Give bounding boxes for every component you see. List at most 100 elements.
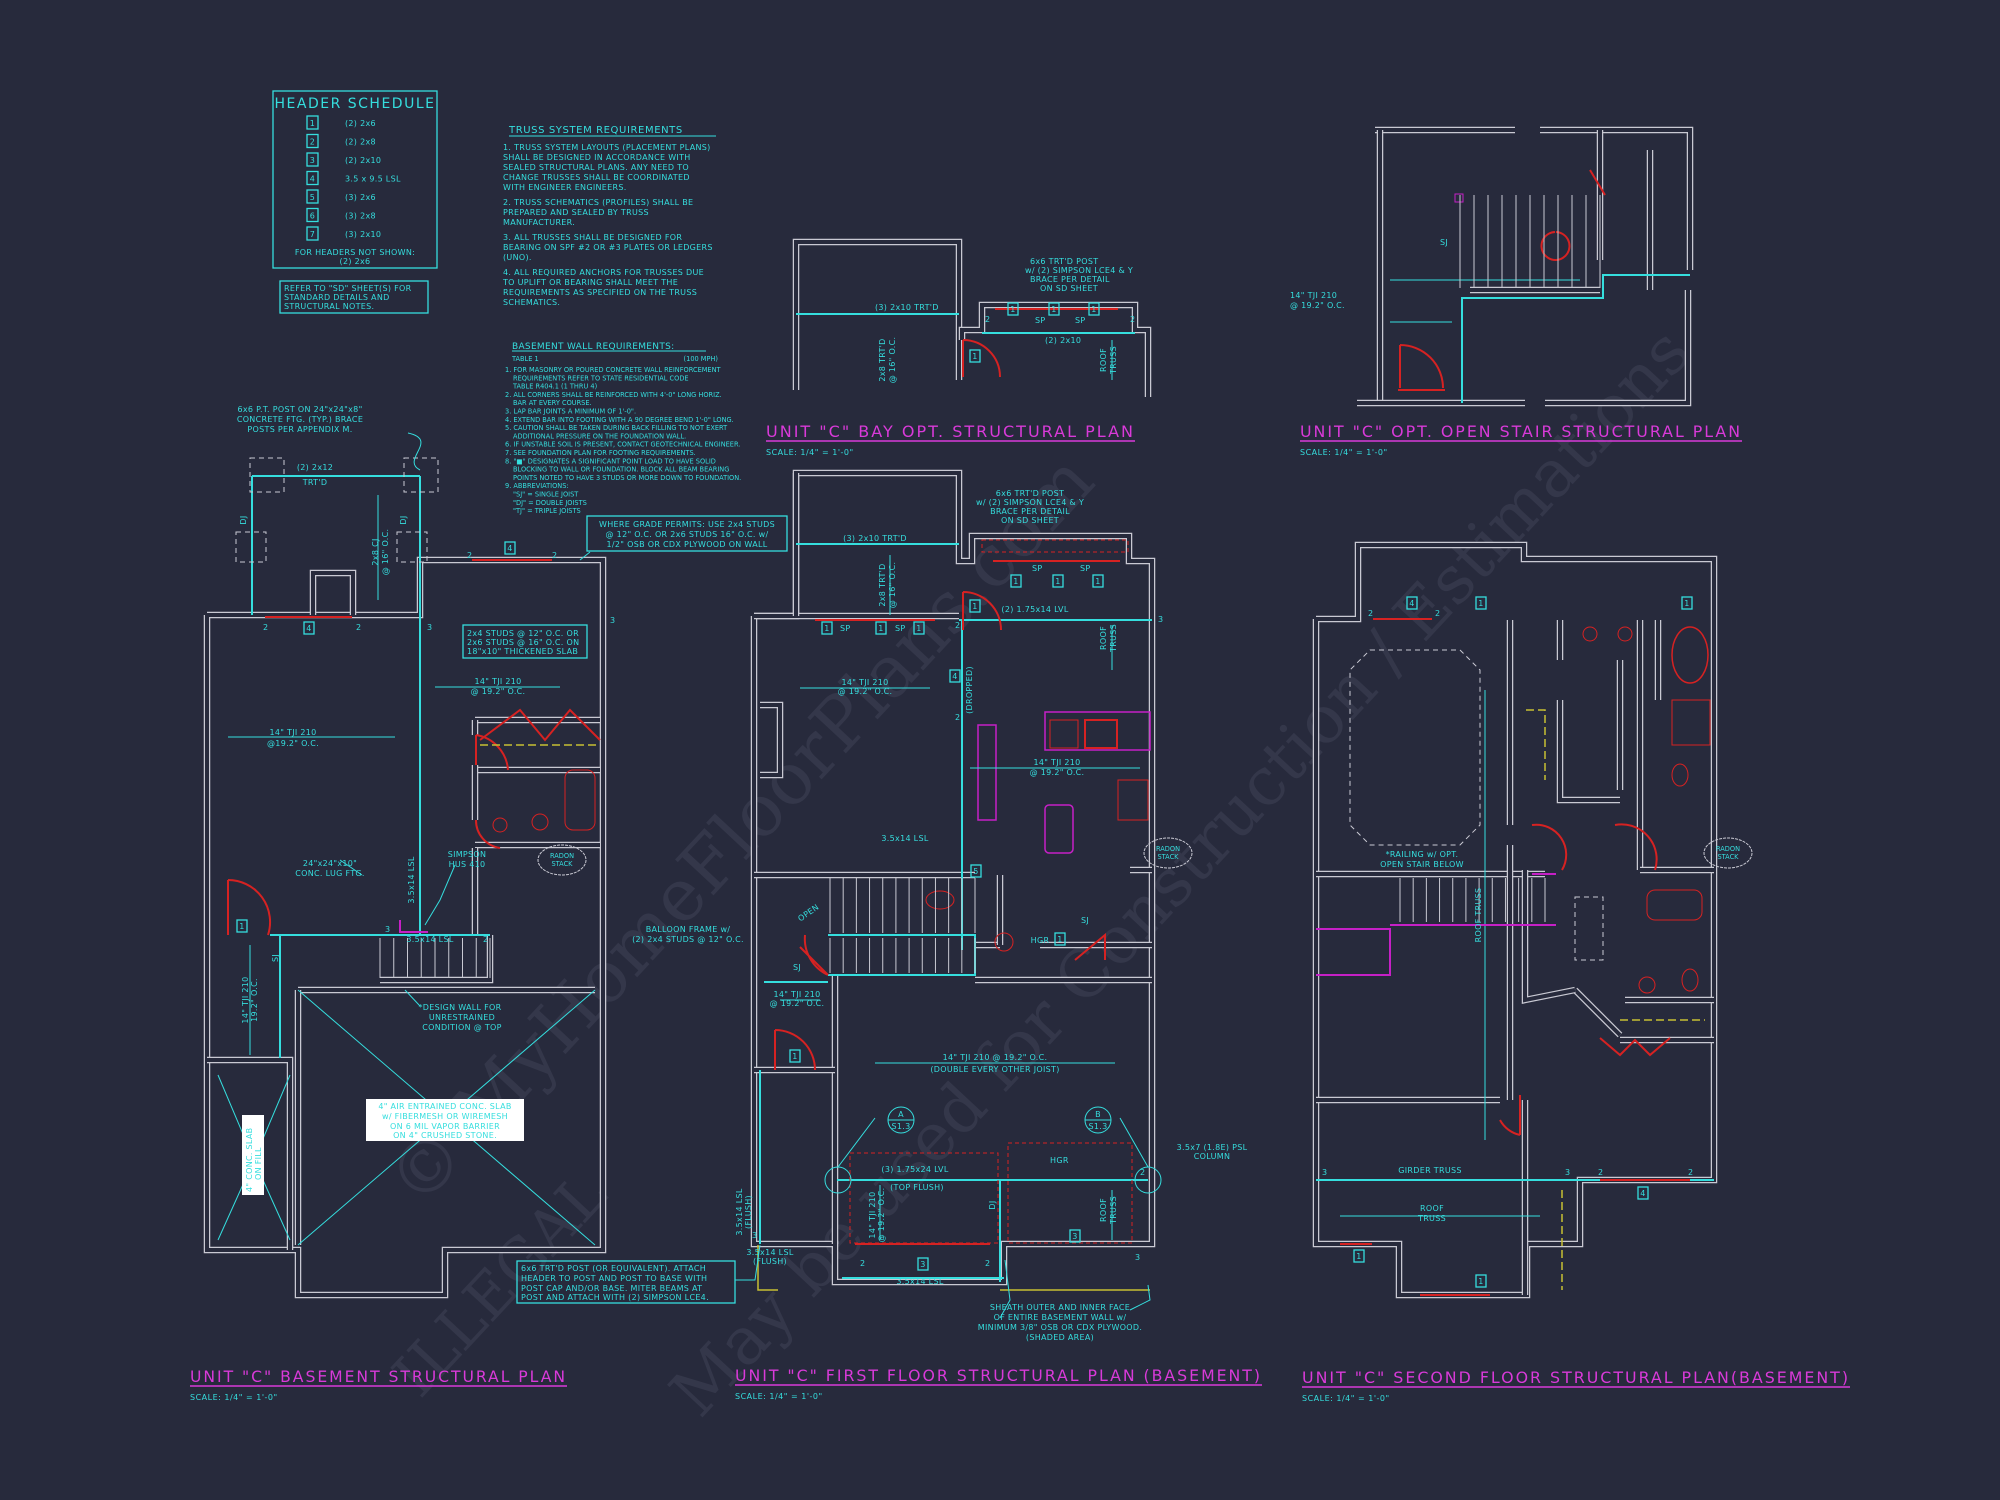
slab-note-line: ON 4" CRUSHED STONE. [393,1131,497,1140]
plan-label: *DESIGN WALL FOR [418,1003,501,1012]
fill-note-line: 4" CONC. SLAB [245,1128,254,1192]
post-note-line: 6x6 TRT'D POST (OR EQUIVALENT). ATTACH [521,1264,706,1273]
truss-requirements: TRUSS SYSTEM REQUIREMENTS 1. TRUSS SYSTE… [502,125,716,307]
header-tag-box [504,541,516,555]
basement-wall-requirement-line: BAR AT EVERY COURSE. [513,399,592,407]
counter [977,724,997,821]
truss-requirement-line: 4. ALL REQUIRED ANCHORS FOR TRUSSES DUE [503,268,704,277]
detail-callout: BS1.3 [1084,1106,1112,1134]
door-swing [1499,823,1658,1136]
header-tag-number: 4 [306,624,311,633]
shower [1671,699,1711,746]
header-tag-box [917,1257,929,1271]
range [1117,779,1149,821]
header-tag-box [1052,574,1064,588]
plan-label: (DROPPED) [965,666,974,714]
plan-label: 3.5x14 LSL [735,1188,744,1235]
header-tag-number: 1 [1055,577,1060,586]
plan-label: @ 19.2" O.C. [1030,768,1085,777]
plan-label: 2 [467,551,472,560]
plan-label: 24"x24"x10" [303,859,357,868]
header-tag: 4 [504,541,516,555]
truss-requirement-line: SCHEMATICS. [503,298,560,307]
basement-wall-requirement-line: 8. "■" DESIGNATES A SIGNIFICANT POINT LO… [505,457,716,465]
plan-label: @ 16" O.C. [888,337,897,384]
header-tag-box [949,669,961,683]
header-tag-box [1092,574,1104,588]
wall-core [1523,870,1576,1003]
grade-note-frame [586,515,788,552]
fill-note-line: ON FILL [254,1147,263,1180]
plan-label: OPEN STAIR BELOW [1380,860,1464,869]
header-tag-number: 1 [1095,577,1100,586]
header-tag-box [875,621,887,635]
basement-wall-requirement-line: 6. IF UNSTABLE SOIL IS PRESENT, CONTACT … [505,441,740,449]
header-tag: 4 [1637,1186,1649,1200]
basement-wall-requirement-line: 4. EXTEND BAR INTO FOOTING WITH A 90 DEG… [505,416,734,424]
basement-wall-requirement-line: "TJ" = TRIPLE JOISTS [513,507,581,515]
header-size: (2) 2x8 [345,138,376,147]
post-note-line: POST AND ATTACH WITH (2) SIMPSON LCE4. [521,1293,709,1302]
truss-requirement-line: SHALL BE DESIGNED IN ACCORDANCE WITH [503,153,691,162]
header-tag: 1 [1475,1274,1487,1288]
plan-scale: SCALE: 1/4" = 1'-0" [766,448,854,457]
plan-label: 14" TJI 210 @ 19.2" O.C. [943,1053,1048,1062]
wind-speed: (100 MPH) [684,355,718,363]
plan-title-first-floor: UNIT "C" FIRST FLOOR STRUCTURAL PLAN (BA… [735,1366,1262,1401]
radon-label: RADON [550,852,574,860]
radon-label: STACK [551,860,573,868]
plan-label: SP [1035,316,1046,325]
header-tag-box [1475,596,1487,610]
header-tag-number: 1 [972,352,977,361]
door-swing [962,339,1001,378]
header-tag: 1 [969,599,981,613]
header-tag-number: 1 [239,922,244,931]
header-tag-box [306,133,319,149]
plan-label: 14" TJI 210 [269,728,316,737]
header-tag-number: 3 [1072,1232,1077,1241]
footing [396,531,428,563]
header-tag-number: 1 [1013,577,1018,586]
truss-requirement-line: REQUIREMENTS AS SPECIFIED ON THE TRUSS [503,288,697,297]
basement-wall-requirement-line: 7. SEE FOUNDATION PLAN FOR FOOTING REQUI… [505,449,696,457]
wall-core [311,571,355,615]
plan-label: ROOF TRUSS [1474,888,1483,943]
header-tag-number: 3 [920,1260,925,1269]
header-tag-box [1010,574,1022,588]
slab-note-line: w/ FIBERMESH OR WIREMESH [382,1112,508,1121]
footing [235,531,267,563]
header-tag-number: 1 [1356,1252,1361,1261]
plan-label: 2 [1368,609,1373,618]
sink [1617,626,1633,642]
plan-label: (2) 2x12 [297,463,333,472]
header-tag: 1 [875,621,887,635]
basement-wall-requirement-line: POINTS NOTED TO HAVE 3 STUDS OR MORE DOW… [513,474,741,482]
sheath-note-line: (SHADED AREA) [1026,1333,1094,1342]
plan-label: ON SD SHEET [1040,284,1098,293]
header-tag: 1 [1088,302,1100,316]
header-tag-box [306,115,319,130]
plan-label: 14" TJI 210 [241,976,250,1023]
sheath-note-line: OF ENTIRE BASEMENT WALL w/ [994,1313,1127,1322]
header-tag-box [1353,1249,1365,1263]
wall-core [760,703,782,777]
plan-label: TRUSS [1109,1196,1118,1225]
header-schedule-footer: FOR HEADERS NOT SHOWN: [295,248,415,257]
stair-wall-beam [1461,274,1690,403]
plan-label: 3 [1135,1253,1140,1262]
kitchen-sink [1084,719,1118,749]
header-tag-number: 1 [1091,305,1096,314]
plan-label: 3 [1158,615,1163,624]
plan-title: UNIT "C" BAY OPT. STRUCTURAL PLAN [766,422,1135,441]
toilet [1681,968,1699,992]
header-tag: 1 [913,621,925,635]
plan-label: 2 [263,623,268,632]
basement-wall-requirement-line: BLOCKING TO WALL OR FOUNDATION. BLOCK AL… [513,466,729,474]
truss-requirement-line: PREPARED AND SEALED BY TRUSS [503,208,649,217]
truss-requirement-line: 1. TRUSS SYSTEM LAYOUTS (PLACEMENT PLANS… [503,143,711,152]
header-size: (2) 2x6 [345,119,376,128]
header-tag-box [1681,596,1693,610]
